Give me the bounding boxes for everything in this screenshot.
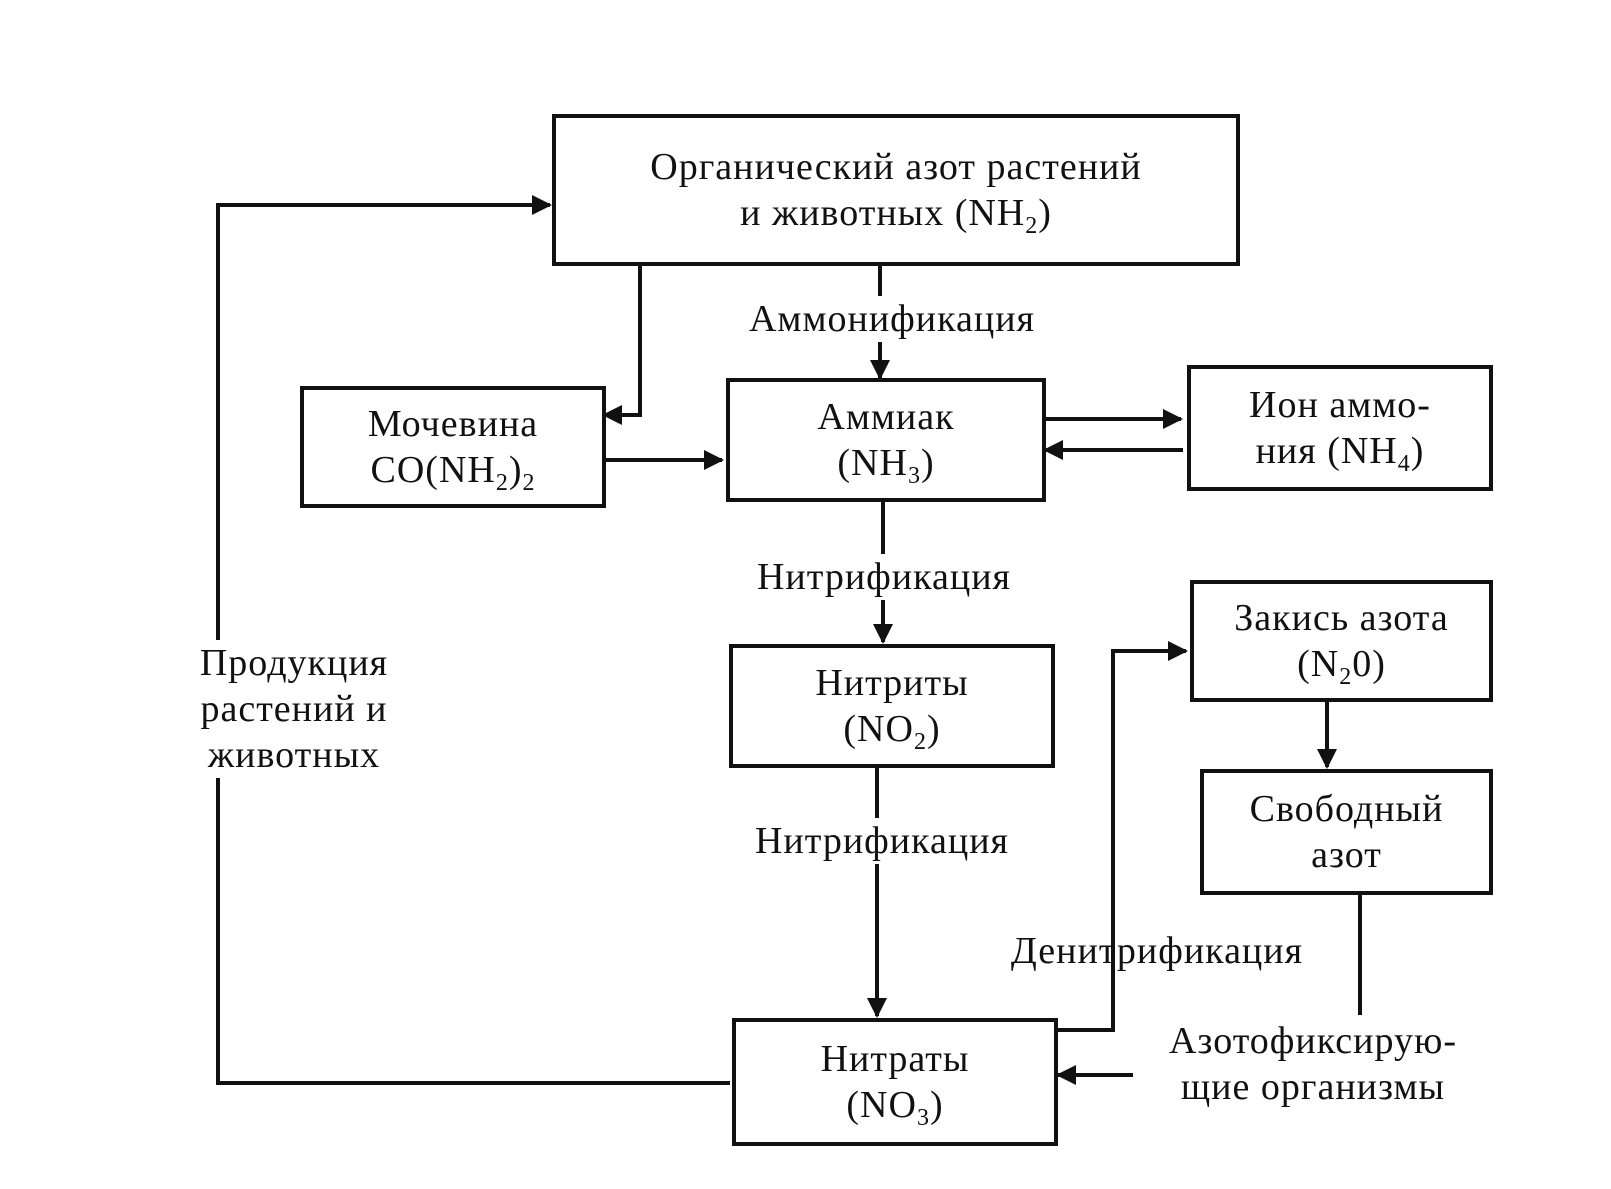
nitrates-line1: Нитраты	[820, 1038, 970, 1080]
node-nitrites: Нитриты (NO2)	[729, 644, 1055, 768]
nitrites-sub: 2	[913, 729, 927, 755]
free-nitrogen-line1: Свободный	[1249, 788, 1444, 830]
production-line2: растений и	[200, 688, 388, 730]
node-ammonium-ion: Ион аммо- ния (NH4)	[1187, 365, 1493, 491]
fixers-line1: Азотофиксирую-	[1168, 1020, 1458, 1062]
urea-paren: )	[508, 449, 523, 491]
nitrates-close: )	[929, 1084, 944, 1126]
arrow-organic-to-urea	[602, 264, 642, 425]
organic-line1: Органический азот растений	[650, 146, 1142, 188]
nitrites-close: )	[926, 708, 941, 750]
label-nitrification-1: Нитрификация	[724, 554, 1044, 600]
node-ammonia: Аммиак (NH3)	[726, 378, 1046, 502]
nitrates-sub: 3	[916, 1105, 930, 1131]
nitrous-line1: Закись азота	[1234, 597, 1449, 639]
label-nitrogen-fixers: Азотофиксирую- щие организмы	[1134, 1018, 1492, 1110]
organic-sub: 2	[1025, 213, 1039, 239]
label-nitrification-2: Нитрификация	[722, 818, 1042, 864]
label-ammonification: Аммонификация	[716, 296, 1068, 342]
label-production: Продукция растений и животных	[170, 640, 418, 778]
fixers-line2: щие организмы	[1180, 1066, 1446, 1108]
nitrites-formula: (NO	[843, 708, 914, 750]
nitrous-formula: (N	[1297, 643, 1340, 685]
urea-line1: Мочевина	[367, 403, 539, 445]
urea-sub1: 2	[495, 470, 509, 496]
node-urea: Мочевина CO(NH2)2	[300, 386, 606, 508]
urea-sub2: 2	[522, 470, 536, 496]
ammonia-sub: 3	[907, 463, 921, 489]
production-line1: Продукция	[199, 642, 389, 684]
nitrites-line1: Нитриты	[815, 662, 969, 704]
ammonia-formula: (NH	[837, 442, 908, 484]
free-nitrogen-line2: азот	[1311, 834, 1382, 876]
label-denitrification: Денитрификация	[1010, 930, 1304, 972]
organic-close: )	[1038, 192, 1052, 234]
nitrates-formula: (NO	[846, 1084, 917, 1126]
node-free-nitrogen: Свободный азот	[1200, 769, 1493, 895]
ammonium-line1: Ион аммо-	[1249, 384, 1431, 426]
node-nitrates: Нитраты (NO3)	[732, 1018, 1058, 1146]
ammonium-sub: 4	[1397, 451, 1411, 477]
arrow-nitrates-to-nitrous	[1056, 641, 1188, 1032]
production-line3: животных	[207, 734, 381, 776]
nitrous-close: 0)	[1352, 643, 1386, 685]
nitrous-sub: 2	[1339, 664, 1353, 690]
organic-line2: и животных (NH	[740, 192, 1026, 234]
node-organic-nitrogen: Органический азот растений и животных (N…	[552, 114, 1240, 266]
urea-formula: CO(NH	[370, 449, 496, 491]
ammonium-close: )	[1410, 430, 1425, 472]
node-nitrous-oxide: Закись азота (N20)	[1190, 580, 1493, 702]
ammonia-close: )	[920, 442, 935, 484]
ammonium-formula: ния (NH	[1255, 430, 1398, 472]
ammonia-line1: Аммиак	[817, 396, 955, 438]
